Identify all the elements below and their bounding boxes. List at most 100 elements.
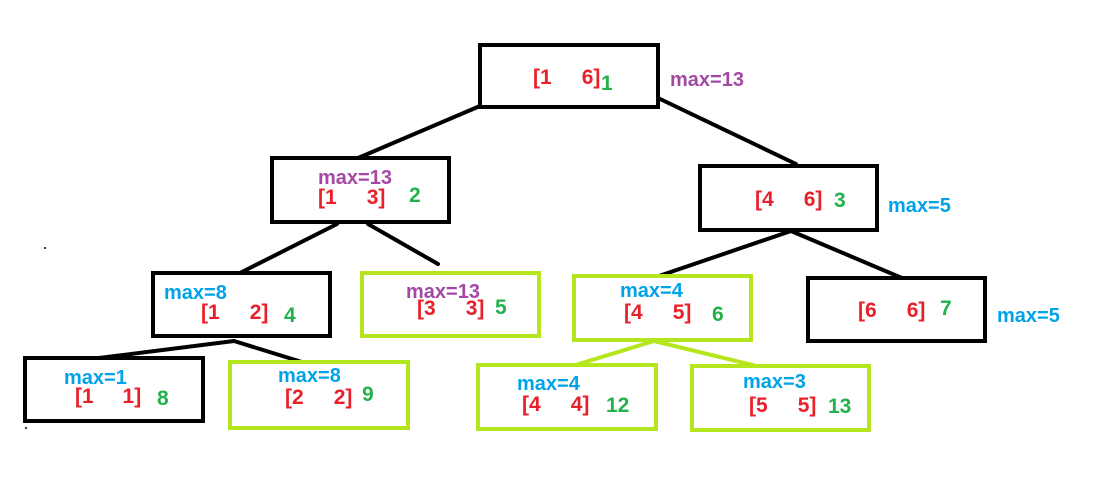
node-index: 4 (284, 304, 296, 327)
node-max: max=4 (620, 280, 684, 302)
interval-hi: 4 (571, 393, 583, 416)
node-box (151, 271, 332, 338)
interval-hi: 5 (673, 301, 685, 324)
interval-open: [ (522, 393, 529, 416)
node-max: max=8 (164, 282, 227, 304)
node-interval: [5 5] (749, 394, 816, 417)
node-max: max=4 (517, 373, 581, 395)
interval-lo: 3 (424, 297, 436, 320)
interval-open: [ (318, 186, 325, 209)
tree-node-13: [5 5] 13 max=3 (690, 364, 871, 432)
interval-open: [ (755, 188, 762, 211)
interval-lo: 1 (325, 186, 337, 209)
interval-open: [ (201, 301, 208, 324)
interval-lo: 4 (762, 188, 774, 211)
interval-close: ] (918, 299, 925, 322)
stray-dot (25, 427, 27, 429)
node-box (228, 360, 410, 430)
node-box (23, 356, 205, 423)
node-index: 2 (409, 184, 421, 207)
interval-hi: 3 (466, 297, 478, 320)
interval-hi: 1 (123, 385, 135, 408)
node-index: 3 (834, 189, 846, 212)
node-index: 9 (362, 383, 374, 406)
interval-open: [ (75, 385, 82, 408)
interval-lo: 4 (631, 301, 643, 324)
interval-hi: 5 (798, 394, 810, 417)
edge-3-6 (654, 229, 793, 279)
interval-open: [ (285, 386, 292, 409)
interval-open: [ (417, 297, 424, 320)
interval-close: ] (134, 385, 141, 408)
edge-2-4 (238, 222, 339, 275)
node-max: max=13 (670, 69, 744, 91)
node-interval: [4 4] (522, 393, 589, 416)
node-box (698, 164, 879, 232)
interval-open: [ (858, 299, 865, 322)
edge-1-3 (656, 96, 798, 166)
node-box (690, 364, 871, 432)
node-max: max=13 (318, 167, 392, 189)
node-index: 13 (828, 395, 851, 418)
node-index: 7 (940, 297, 952, 320)
interval-lo: 1 (540, 66, 552, 89)
interval-close: ] (593, 66, 600, 89)
tree-node-9: [2 2] 9 max=8 (228, 360, 410, 430)
interval-close: ] (582, 393, 589, 416)
interval-hi: 2 (250, 301, 262, 324)
node-box (572, 274, 753, 342)
tree-node-5: [3 3] 5 max=13 (360, 271, 541, 338)
interval-open: [ (624, 301, 631, 324)
tree-node-6: [4 5] 6 max=4 (572, 274, 753, 342)
interval-close: ] (809, 394, 816, 417)
edge-3-7 (789, 229, 904, 280)
node-max: max=8 (278, 365, 341, 387)
node-index: 1 (601, 72, 613, 95)
interval-lo: 1 (82, 385, 94, 408)
interval-close: ] (345, 386, 352, 409)
node-index: 5 (495, 296, 507, 319)
node-max: max=13 (406, 281, 480, 303)
node-box (806, 276, 987, 343)
interval-hi: 2 (334, 386, 346, 409)
tree-node-12: [4 4] 12 max=4 (476, 363, 658, 431)
edge-1-2 (356, 104, 482, 160)
edge-4-8 (97, 339, 236, 360)
interval-close: ] (261, 301, 268, 324)
node-interval: [2 2] (285, 386, 352, 409)
interval-lo: 5 (756, 394, 768, 417)
node-max: max=1 (64, 367, 127, 389)
node-interval: [3 3] (417, 297, 484, 320)
node-box (360, 271, 541, 338)
interval-open: [ (749, 394, 756, 417)
interval-hi: 6 (582, 66, 594, 89)
node-index: 8 (157, 387, 169, 410)
interval-close: ] (477, 297, 484, 320)
interval-close: ] (815, 188, 822, 211)
stray-dot (44, 247, 46, 249)
interval-lo: 4 (529, 393, 541, 416)
node-interval: [4 5] (624, 301, 691, 324)
node-index: 12 (606, 394, 629, 417)
node-box (270, 156, 451, 224)
node-index: 6 (712, 303, 724, 326)
node-max: max=5 (997, 305, 1060, 327)
interval-hi: 3 (367, 186, 379, 209)
node-max: max=3 (743, 371, 806, 393)
node-box (478, 43, 660, 109)
interval-lo: 6 (865, 299, 877, 322)
node-box (476, 363, 658, 431)
interval-lo: 2 (292, 386, 304, 409)
interval-close: ] (684, 301, 691, 324)
tree-node-8: [1 1] 8 max=1 (23, 356, 205, 423)
